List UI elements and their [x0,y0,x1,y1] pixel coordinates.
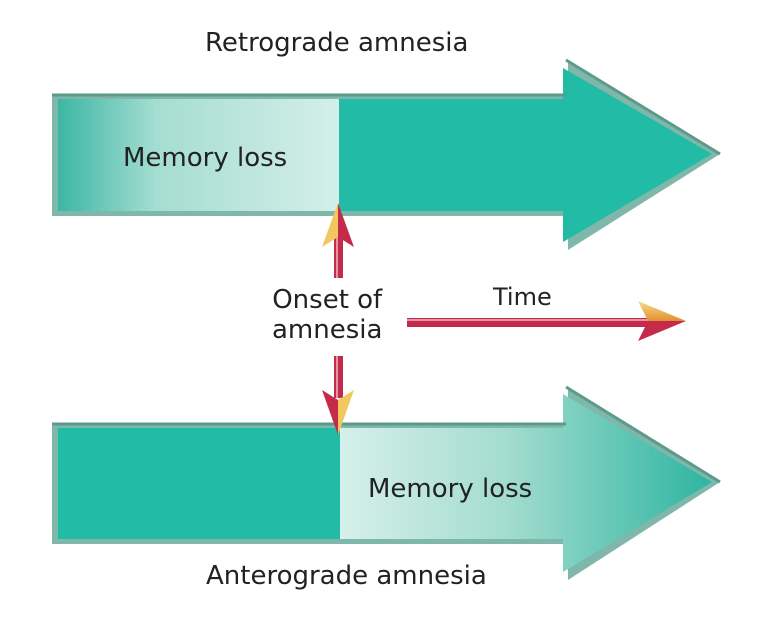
retrograde-memory-loss-segment [58,99,339,211]
retrograde-unaffected-segment [339,68,712,242]
anterograde-unaffected-segment [58,428,340,539]
onset-label-line2: amnesia [272,315,383,345]
retrograde-amnesia-title: Retrograde amnesia [205,28,469,58]
onset-arrow-down [322,356,354,435]
retrograde-memory-loss-label: Memory loss [123,143,288,173]
onset-label-line1: Onset of [272,285,383,315]
time-label: Time [493,283,552,311]
retrograde-arrow [52,58,721,250]
anterograde-amnesia-title: Anterograde amnesia [206,561,487,591]
onset-arrow-up [322,203,354,278]
anterograde-arrow [52,385,721,580]
time-arrow [407,301,686,341]
anterograde-memory-loss-label: Memory loss [368,474,533,504]
anterograde-memory-loss-segment [340,394,712,572]
onset-of-amnesia-label: Onset of amnesia [272,285,382,345]
anterograde-arrow-head-edge [565,385,721,484]
retrograde-arrow-head-edge [565,58,721,156]
